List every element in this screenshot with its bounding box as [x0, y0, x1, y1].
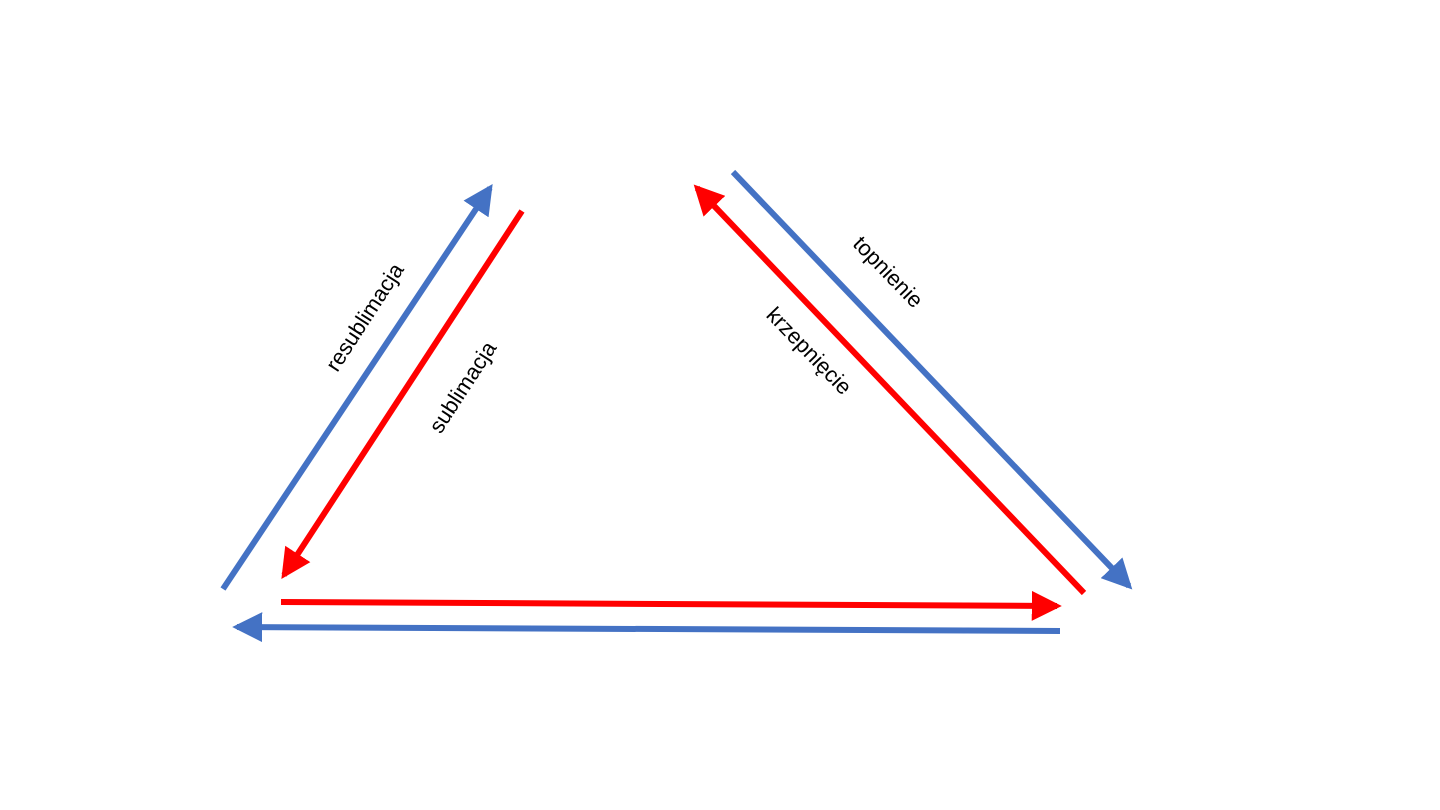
melting-arrow	[730, 169, 1133, 590]
solidification-label: krzepnięcie	[762, 302, 857, 399]
bottom-red-arrow	[280, 590, 1062, 621]
bottom-blue-arrow	[232, 612, 1061, 643]
sublimation-label: sublimacja	[424, 336, 502, 437]
solidification-arrow	[693, 184, 1087, 596]
resublimation-arrow	[220, 184, 493, 591]
resublimation-label: resublimacja	[320, 258, 409, 376]
sublimation-arrow	[281, 209, 525, 580]
melting-label: topnienie	[848, 231, 928, 313]
